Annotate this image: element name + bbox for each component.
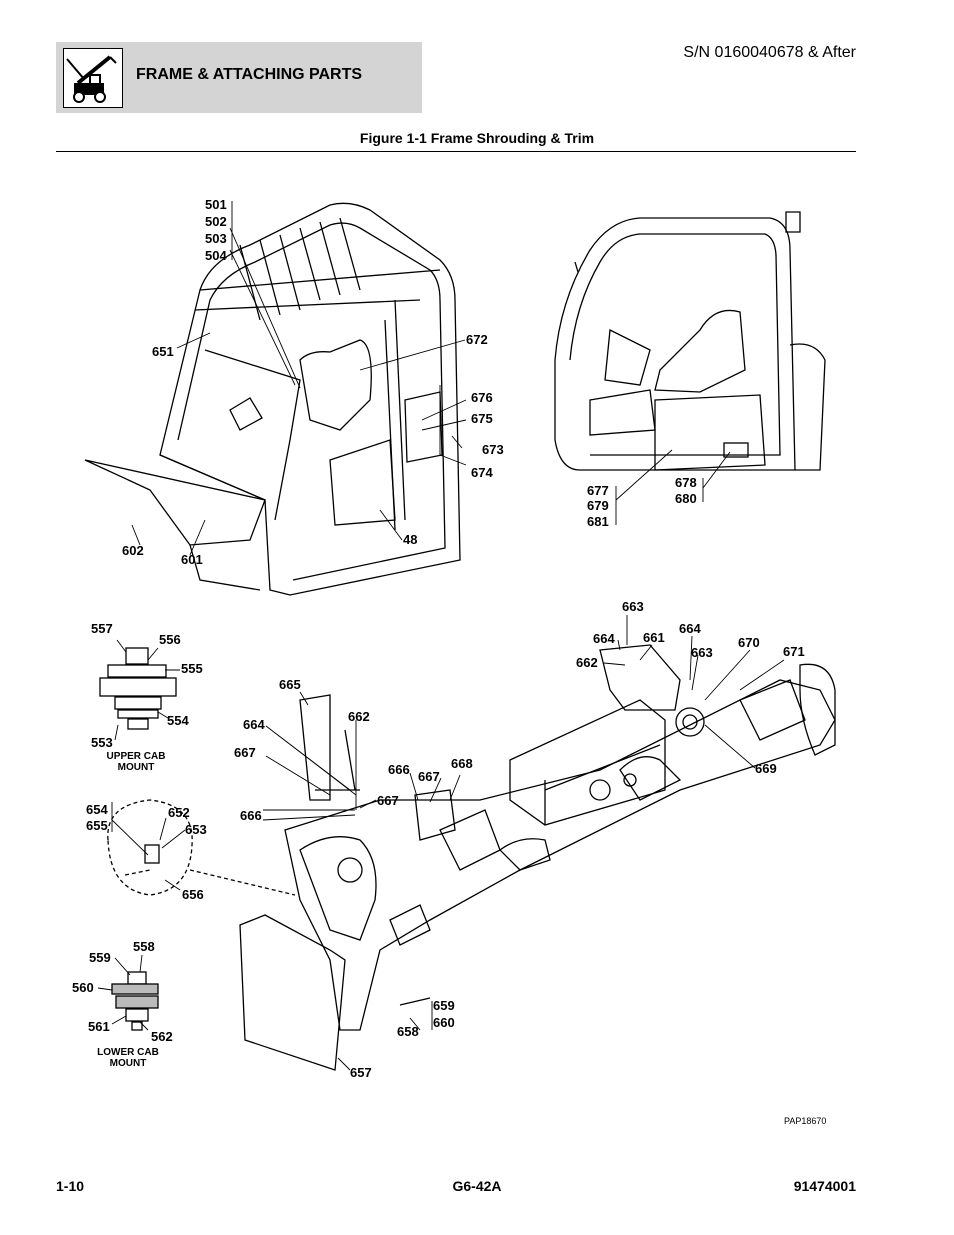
callout-555: 555 [181, 661, 203, 676]
telehandler-icon [63, 48, 123, 108]
callout-561: 561 [88, 1019, 110, 1034]
caption-line: LOWER CAB [97, 1047, 159, 1058]
callout-672: 672 [466, 332, 488, 347]
callout-664: 664 [243, 717, 265, 732]
cab-interior-drawing [554, 211, 826, 471]
callout-664: 664 [679, 621, 701, 636]
callout-557: 557 [91, 621, 113, 636]
callout-667: 667 [234, 745, 256, 760]
cab-assembly-drawing [84, 202, 461, 596]
callout-556: 556 [159, 632, 181, 647]
callout-653: 653 [185, 822, 207, 837]
callout-48: 48 [403, 532, 418, 547]
callout-673: 673 [482, 442, 504, 457]
callout-558: 558 [133, 939, 155, 954]
callout-680: 680 [675, 491, 697, 506]
callout-654: 654 [86, 802, 108, 817]
callout-601: 601 [181, 552, 203, 567]
callout-675: 675 [471, 411, 493, 426]
callout-663: 663 [691, 645, 713, 660]
callout-502: 502 [205, 214, 227, 229]
callout-657: 657 [350, 1065, 372, 1080]
callout-677: 677 [587, 483, 609, 498]
callout-602: 602 [122, 543, 144, 558]
lower-cab-mount-caption: LOWER CAB MOUNT [90, 1047, 166, 1069]
callout-553: 553 [91, 735, 113, 750]
model-number: G6-42A [452, 1178, 502, 1194]
callout-651: 651 [152, 344, 174, 359]
callout-504: 504 [205, 248, 227, 263]
section-header: FRAME & ATTACHING PARTS [56, 42, 422, 113]
callout-656: 656 [182, 887, 204, 902]
callout-659: 659 [433, 998, 455, 1013]
callout-679: 679 [587, 498, 609, 513]
figure-title: Figure 1-1 Frame Shrouding & Trim [359, 130, 595, 146]
shroud-panel [239, 914, 346, 1071]
callout-665: 665 [279, 677, 301, 692]
callout-562: 562 [151, 1029, 173, 1044]
callout-663: 663 [622, 599, 644, 614]
mount-detail-drawing [107, 799, 296, 896]
callout-662: 662 [576, 655, 598, 670]
callout-658: 658 [397, 1024, 419, 1039]
frame-chassis-drawing [284, 644, 836, 1031]
header-rule [56, 151, 856, 152]
section-title: FRAME & ATTACHING PARTS [136, 66, 363, 83]
callout-669: 669 [755, 761, 777, 776]
callout-670: 670 [738, 635, 760, 650]
callout-661: 661 [643, 630, 665, 645]
callout-652: 652 [168, 805, 190, 820]
serial-range: S/N 0160040678 & After [683, 44, 856, 61]
caption-line: MOUNT [109, 1058, 147, 1069]
leader-lines [97, 201, 785, 1071]
upper-cab-mount-drawing [99, 647, 177, 730]
caption-line: UPPER CAB [106, 751, 166, 762]
callout-667: 667 [377, 793, 399, 808]
callout-668: 668 [451, 756, 473, 771]
callout-664: 664 [593, 631, 615, 646]
callout-655: 655 [86, 818, 108, 833]
caption-line: MOUNT [117, 762, 155, 773]
page-number: 1-10 [56, 1178, 85, 1194]
callout-560: 560 [72, 980, 94, 995]
callout-503: 503 [205, 231, 227, 246]
callout-678: 678 [675, 475, 697, 490]
callout-559: 559 [89, 950, 111, 965]
callout-662: 662 [348, 709, 370, 724]
callout-676: 676 [471, 390, 493, 405]
callout-666: 666 [388, 762, 410, 777]
document-number: 91474001 [793, 1178, 856, 1194]
lower-cab-mount-drawing [111, 971, 159, 1031]
callout-667: 667 [418, 769, 440, 784]
callout-674: 674 [471, 465, 493, 480]
callout-554: 554 [167, 713, 189, 728]
callout-501: 501 [205, 197, 227, 212]
callout-671: 671 [783, 644, 805, 659]
drawing-reference: PAP18670 [784, 1116, 827, 1126]
callout-666: 666 [240, 808, 262, 823]
callout-681: 681 [587, 514, 609, 529]
callout-660: 660 [433, 1015, 455, 1030]
upper-cab-mount-caption: UPPER CAB MOUNT [100, 751, 172, 773]
